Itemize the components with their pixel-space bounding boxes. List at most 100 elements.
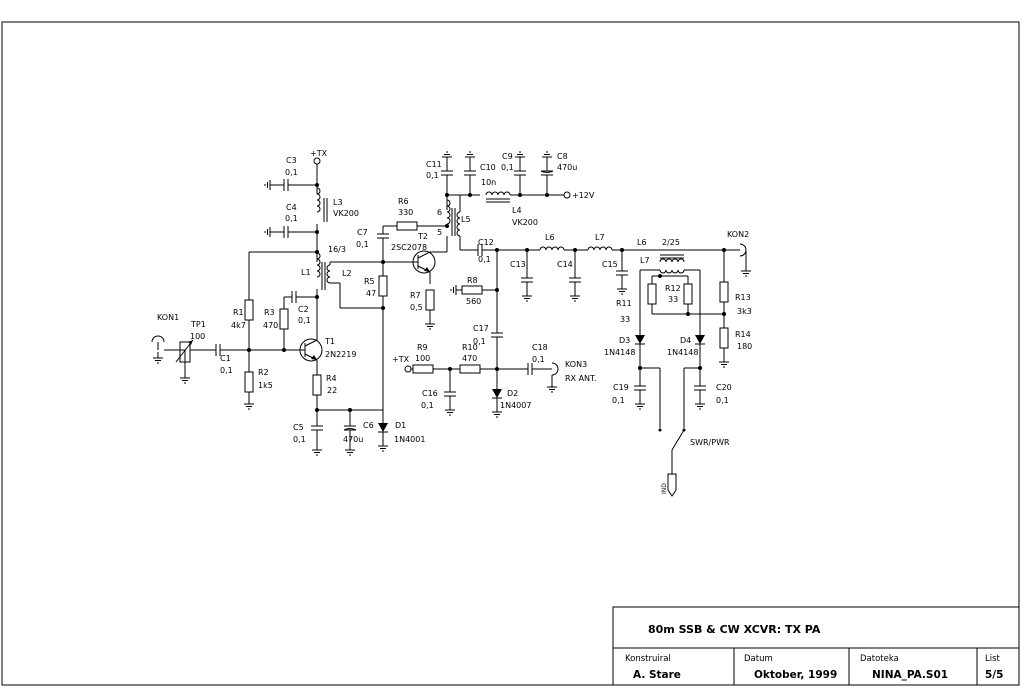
label-tp1: TP1 [190, 320, 206, 329]
label-r14v: 180 [737, 342, 752, 351]
component-labels: +TX C3 0,1 C4 0,1 L3 VK200 16/3 L1 L2 C7… [157, 149, 752, 494]
label-l2: L2 [342, 269, 352, 278]
label-n5: 5 [437, 228, 442, 237]
label-c10: C10 [480, 163, 496, 172]
drawing-title: 80m SSB & CW XCVR: TX PA [648, 623, 821, 636]
label-c16: C16 [422, 389, 438, 398]
label-c9v: 0,1 [501, 163, 514, 172]
label-ind: IND [661, 483, 668, 494]
label-r6: R6 [398, 197, 409, 206]
label-c16v: 0,1 [421, 401, 434, 410]
label-l7b: L7 [640, 256, 650, 265]
label-t1v: 2N2219 [325, 350, 356, 359]
label-c6v: 470u [343, 435, 363, 444]
label-r12: R12 [665, 284, 681, 293]
sheet-label: List [985, 654, 1001, 664]
label-d4v: 1N4148 [667, 348, 698, 357]
label-c19: C19 [613, 383, 629, 392]
label-d3: D3 [619, 336, 630, 345]
label-l1: L1 [301, 268, 311, 277]
label-r6v: 330 [398, 208, 413, 217]
label-t2: T2 [417, 232, 428, 241]
label-r5v: 47 [366, 289, 376, 298]
sheet-value: 5/5 [985, 669, 1003, 681]
label-r10: R10 [462, 343, 478, 352]
title-block: 80m SSB & CW XCVR: TX PA Konstruiral A. … [612, 606, 1020, 686]
label-c14: C14 [557, 260, 573, 269]
label-kon1: KON1 [157, 313, 179, 322]
sheet-frame [1, 21, 1020, 686]
label-c20: C20 [716, 383, 732, 392]
label-c3v: 0,1 [285, 168, 298, 177]
label-r3v: 470 [263, 321, 278, 330]
label-c12v: 0,1 [478, 255, 491, 264]
label-d3v: 1N4148 [604, 348, 635, 357]
label-tx1: +TX [310, 149, 328, 158]
label-c2v: 0,1 [298, 316, 311, 325]
label-c4: C4 [286, 203, 297, 212]
label-r11v: 33 [620, 315, 630, 324]
label-r3: R3 [264, 308, 275, 317]
label-r5: R5 [364, 277, 375, 286]
label-c3: C3 [286, 156, 297, 165]
label-v12: +12V [572, 191, 595, 200]
label-c1: C1 [220, 354, 231, 363]
label-l5: L5 [461, 215, 471, 224]
label-l3v: VK200 [333, 209, 359, 218]
label-c1v: 0,1 [220, 366, 233, 375]
label-r8: R8 [467, 276, 478, 285]
label-tp1v: 100 [190, 332, 205, 341]
label-r4: R4 [326, 374, 337, 383]
label-c8v: 470u [557, 163, 577, 172]
file-value: NINA_PA.S01 [872, 669, 948, 681]
file-label: Datoteka [860, 654, 899, 664]
label-r12v: 33 [668, 295, 678, 304]
label-c17v: 0,1 [473, 337, 486, 346]
label-c11: C11 [426, 160, 442, 169]
label-d2v: 1N4007 [500, 401, 531, 410]
label-r4v: 22 [327, 386, 337, 395]
label-d2: D2 [507, 389, 518, 398]
label-r10v: 470 [462, 354, 477, 363]
label-t1: T1 [324, 337, 335, 346]
label-d4: D4 [680, 336, 691, 345]
label-r1v: 4k7 [231, 321, 246, 330]
label-kon3: KON3 [565, 360, 587, 369]
label-l4v: VK200 [512, 218, 538, 227]
label-c6: C6 [363, 421, 374, 430]
label-r14: R14 [735, 330, 751, 339]
label-l6a: L6 [545, 233, 555, 242]
label-ratio1: 16/3 [328, 245, 346, 254]
date-label: Datum [744, 654, 773, 664]
label-r9v: 100 [415, 354, 430, 363]
designer-value: A. Stare [633, 669, 681, 681]
label-c11v: 0,1 [426, 171, 439, 180]
label-c10v: 10n [481, 178, 496, 187]
label-ratio2: 2/25 [662, 238, 680, 247]
label-d1v: 1N4001 [394, 435, 425, 444]
label-r2v: 1k5 [258, 381, 273, 390]
label-t2v: 2SC2078 [391, 243, 427, 252]
label-c7: C7 [357, 228, 368, 237]
label-r2: R2 [258, 368, 269, 377]
label-c7v: 0,1 [356, 240, 369, 249]
label-c12: C12 [478, 238, 494, 247]
label-r13v: 3k3 [737, 307, 752, 316]
label-n6: 6 [437, 208, 442, 217]
label-c20v: 0,1 [716, 396, 729, 405]
label-l3: L3 [333, 198, 343, 207]
label-r1: R1 [233, 308, 244, 317]
label-c18: C18 [532, 343, 548, 352]
designer-label: Konstruiral [625, 654, 671, 664]
label-c18v: 0,1 [532, 355, 545, 364]
label-c5v: 0,1 [293, 435, 306, 444]
label-c2: C2 [298, 305, 309, 314]
label-r13: R13 [735, 293, 751, 302]
label-c9: C9 [502, 152, 513, 161]
label-c8: C8 [557, 152, 568, 161]
label-r7: R7 [410, 291, 421, 300]
label-c5: C5 [293, 423, 304, 432]
label-l6b: L6 [637, 238, 647, 247]
label-r8v: 560 [466, 297, 481, 306]
